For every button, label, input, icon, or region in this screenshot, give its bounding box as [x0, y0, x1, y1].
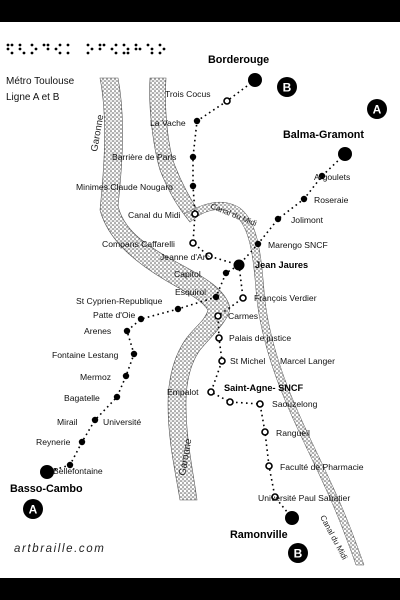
- credit-text: artbraille.com: [14, 543, 105, 555]
- station-universite-paul-sabatier[interactable]: [271, 493, 279, 501]
- label-trois-cocus: Trois Cocus: [165, 89, 211, 99]
- metro-map: B A A B Métro Toulouse Ligne A et B artb…: [0, 22, 400, 578]
- label-rangueil: Rangueil: [276, 428, 310, 438]
- label-patte-doie: Patte d'Oie: [93, 310, 135, 320]
- station-jeanne-darc[interactable]: [205, 252, 213, 260]
- station-basso-cambo[interactable]: [40, 465, 54, 479]
- svg-text:A: A: [373, 103, 382, 117]
- label-borderouge: Borderouge: [208, 54, 269, 66]
- station-borderouge[interactable]: [248, 73, 262, 87]
- station-arenes[interactable]: [123, 327, 131, 335]
- station-st-michel[interactable]: [218, 357, 226, 365]
- svg-text:A: A: [29, 503, 38, 517]
- label-basso-cambo: Basso-Cambo: [10, 483, 83, 495]
- station-canal-du-midi[interactable]: [191, 210, 199, 218]
- label-bagatelle: Bagatelle: [64, 393, 100, 403]
- garonne-river: [99, 77, 231, 501]
- station-jolimont[interactable]: [274, 215, 282, 223]
- station-la-vache[interactable]: [193, 117, 201, 125]
- station-esquirol[interactable]: [212, 293, 220, 301]
- label-barriere-de-paris: Barrière de Paris: [112, 152, 176, 162]
- station-ramonville[interactable]: [285, 511, 299, 525]
- station-bellefontaine[interactable]: [66, 461, 74, 469]
- label-faculte-pharmacie: Faculté de Pharmacie: [280, 462, 364, 472]
- station-mirail-universite[interactable]: [91, 416, 99, 424]
- label-bellefontaine: Bellefontaine: [53, 466, 103, 476]
- label-reynerie: Reynerie: [36, 437, 71, 447]
- map-title-line1: Métro Toulouse: [6, 76, 75, 87]
- station-bagatelle[interactable]: [113, 393, 121, 401]
- svg-text:B: B: [294, 547, 303, 561]
- station-balma-gramont[interactable]: [338, 147, 352, 161]
- station-francois-verdier[interactable]: [239, 294, 247, 302]
- station-fontaine-lestang[interactable]: [130, 350, 138, 358]
- label-balma-gramont: Balma-Gramont: [283, 129, 364, 141]
- label-carmes: Carmes: [228, 311, 258, 321]
- label-minimes: Minimes Claude Nougaro: [76, 182, 173, 192]
- station-patte-doie[interactable]: [137, 315, 145, 323]
- station-reynerie[interactable]: [78, 438, 86, 446]
- label-saouzelong: Saouzelong: [272, 399, 318, 409]
- label-jolimont: Jolimont: [291, 215, 324, 225]
- station-mermoz[interactable]: [122, 372, 130, 380]
- label-jeanne-darc: Jeanne d'Arc: [160, 252, 211, 262]
- station-trois-cocus[interactable]: [223, 97, 231, 105]
- label-empalot: Empalot: [167, 387, 199, 397]
- label-canal-du-midi: Canal du Midi: [128, 210, 181, 220]
- station-barriere-de-paris[interactable]: [189, 153, 197, 161]
- label-argoulets: Argoulets: [314, 172, 350, 182]
- label-marcel-langer: Marcel Langer: [280, 356, 335, 366]
- label-st-cyprien: St Cyprien-Republique: [76, 296, 163, 306]
- label-palais-de-justice: Palais de justice: [229, 333, 291, 343]
- station-saouzelong[interactable]: [256, 400, 264, 408]
- label-roseraie: Roseraie: [314, 195, 349, 205]
- map-title-line2: Ligne A et B: [6, 92, 60, 103]
- station-palais-de-justice[interactable]: [215, 334, 223, 342]
- station-st-cyprien[interactable]: [174, 305, 182, 313]
- label-ramonville: Ramonville: [230, 529, 288, 541]
- station-marengo[interactable]: [254, 240, 262, 248]
- garonne-branch: [149, 77, 201, 223]
- label-mirail: Mirail: [57, 417, 78, 427]
- station-compans-caffarelli[interactable]: [189, 239, 197, 247]
- label-capitol: Capitol: [174, 269, 201, 279]
- label-universite: Université: [103, 417, 141, 427]
- canal-du-midi: [183, 201, 365, 566]
- label-arenes: Arenes: [84, 326, 111, 336]
- line-a-stations: [40, 147, 352, 479]
- label-universite-paul-sabatier: Université Paul Sabatier: [258, 493, 350, 503]
- line-b-badge-top: B: [277, 77, 297, 97]
- label-saint-agne: Saint-Agne- SNCF: [224, 383, 304, 393]
- garonne-label-top: Garonne: [89, 114, 106, 153]
- station-rangueil[interactable]: [261, 428, 269, 436]
- station-saint-agne[interactable]: [226, 398, 234, 406]
- braille-header: [6, 43, 166, 55]
- label-jean-jaures: Jean Jaures: [255, 260, 308, 270]
- line-b-badge-bottom: B: [288, 543, 308, 563]
- label-la-vache: La Vache: [150, 118, 186, 128]
- label-mermoz: Mermoz: [80, 372, 111, 382]
- line-b-stations: [189, 73, 299, 525]
- label-st-michel: St Michel: [230, 356, 265, 366]
- station-carmes[interactable]: [214, 312, 222, 320]
- station-empalot[interactable]: [207, 388, 215, 396]
- station-faculte-pharmacie[interactable]: [265, 462, 273, 470]
- svg-text:B: B: [283, 81, 292, 95]
- station-roseraie[interactable]: [300, 195, 308, 203]
- station-minimes[interactable]: [189, 182, 197, 190]
- label-marengo: Marengo SNCF: [268, 240, 328, 250]
- label-esquirol: Esquirol: [175, 287, 206, 297]
- line-a-badge-bottom: A: [23, 499, 43, 519]
- station-capitol[interactable]: [222, 269, 230, 277]
- label-fontaine-lestang: Fontaine Lestang: [52, 350, 119, 360]
- metro-map-svg: B A A B Métro Toulouse Ligne A et B artb…: [6, 43, 387, 566]
- station-jean-jaures[interactable]: [233, 259, 245, 271]
- label-francois-verdier: François Verdier: [254, 293, 317, 303]
- label-compans-caffarelli: Compans Caffarelli: [102, 239, 175, 249]
- station-argoulets[interactable]: [318, 172, 326, 180]
- line-a-badge-top: A: [367, 99, 387, 119]
